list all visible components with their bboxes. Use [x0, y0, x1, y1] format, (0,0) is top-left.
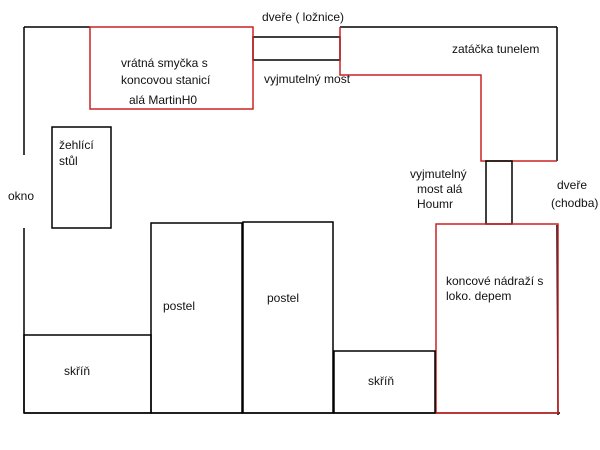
label-tunnel-curve: zatáčka tunelem: [452, 42, 539, 56]
label-door-hall-line2: (chodba): [551, 196, 598, 210]
terminal-station-area: [435, 223, 559, 414]
label-door-bedroom: dveře ( ložnice): [262, 10, 344, 24]
label-bridge-top: vyjmutelný most: [264, 72, 351, 86]
label-bed-right: postel: [267, 291, 299, 305]
label-station-line2: loko. depem: [446, 289, 511, 303]
label-wardrobe-left: skříň: [64, 364, 90, 378]
label-bed-left: postel: [163, 299, 195, 313]
label-ironing-line2: stůl: [59, 154, 78, 168]
return-loop-area: [89, 26, 254, 110]
label-station-line1: koncové nádraží s: [446, 274, 543, 288]
bed-right: [242, 221, 334, 414]
label-loop-line3: alá MartinH0: [129, 93, 197, 107]
bridge-top-box: [252, 36, 341, 61]
label-bridge-right-line2: most alá: [417, 182, 463, 196]
ironing-table: [51, 126, 112, 229]
label-window: okno: [8, 189, 34, 203]
label-loop-line2: koncovou stanicí: [121, 73, 211, 87]
label-wardrobe-right: skříň: [368, 374, 394, 388]
label-loop-line1: vrátná smyčka s: [121, 56, 208, 70]
label-bridge-right-line1: vyjmutelný: [410, 167, 467, 181]
label-bridge-right-line3: Houmr: [417, 197, 453, 211]
label-door-hall-line1: dveře: [557, 178, 587, 192]
bridge-right-box: [485, 160, 513, 225]
wardrobe-right: [333, 350, 436, 414]
bed-left: [150, 222, 243, 414]
label-ironing-line1: žehlící: [59, 138, 94, 152]
